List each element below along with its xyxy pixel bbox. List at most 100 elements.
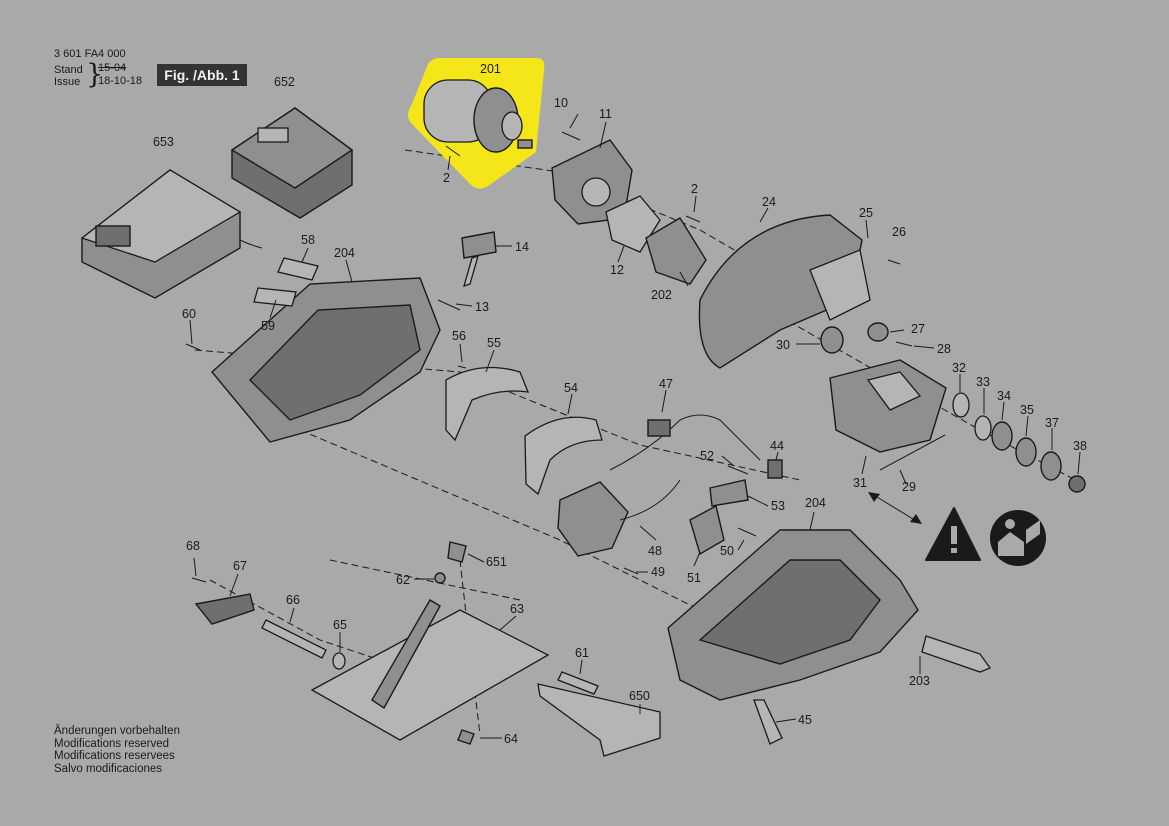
- label-54: 54: [564, 381, 578, 395]
- label-64: 64: [504, 732, 518, 746]
- label-47: 47: [659, 377, 673, 391]
- pin-61[interactable]: [557, 671, 599, 695]
- brush-203[interactable]: [921, 635, 992, 673]
- label-44: 44: [770, 439, 784, 453]
- bracket-55[interactable]: [445, 366, 530, 442]
- label-28: 28: [937, 342, 951, 356]
- label-204b: 204: [805, 496, 826, 510]
- label-26: 26: [892, 225, 906, 239]
- label-49: 49: [651, 565, 665, 579]
- label-32: 32: [952, 361, 966, 375]
- lever-67[interactable]: [194, 593, 255, 625]
- small-screws[interactable]: [185, 131, 913, 369]
- label-59: 59: [261, 319, 275, 333]
- label-48: 48: [648, 544, 662, 558]
- label-45: 45: [798, 713, 812, 727]
- screw-49[interactable]: [623, 567, 639, 575]
- label-10: 10: [554, 96, 568, 110]
- label-34: 34: [997, 389, 1011, 403]
- label-14: 14: [515, 240, 529, 254]
- stand-label: Stand: [54, 64, 83, 76]
- wedge-45[interactable]: [753, 699, 783, 745]
- label-50: 50: [720, 544, 734, 558]
- warning-icon: [925, 507, 981, 561]
- spring-13[interactable]: [437, 299, 461, 311]
- label-58: 58: [301, 233, 315, 247]
- washer-65[interactable]: [332, 652, 346, 670]
- label-11: 11: [599, 107, 612, 121]
- label-33: 33: [976, 375, 990, 389]
- battery-pack-652[interactable]: [230, 107, 354, 219]
- label-35: 35: [1020, 403, 1034, 417]
- screw-64[interactable]: [457, 729, 475, 745]
- label-53: 53: [771, 499, 785, 513]
- gear-housing-11[interactable]: [551, 139, 633, 225]
- motor-201[interactable]: [408, 58, 545, 189]
- issue-value: 18-10-18: [98, 75, 143, 87]
- spring-50[interactable]: [737, 527, 757, 537]
- note-es: Salvo modificaciones: [54, 762, 163, 775]
- washer-stack[interactable]: [952, 392, 1086, 493]
- label-56: 56: [452, 329, 466, 343]
- label-2b: 2: [691, 182, 698, 196]
- label-652: 652: [274, 75, 295, 89]
- brace-symbol: }: [86, 59, 104, 90]
- document-number: 3 601 FA4 000: [54, 48, 126, 60]
- lever-51[interactable]: [689, 504, 725, 556]
- blade-guard-24[interactable]: [698, 214, 871, 369]
- label-201: 201: [480, 62, 501, 76]
- label-61: 61: [575, 646, 589, 660]
- label-plates[interactable]: [253, 257, 319, 307]
- ring-30[interactable]: [820, 326, 844, 354]
- label-13: 13: [475, 300, 489, 314]
- label-31: 31: [853, 476, 867, 490]
- screw-68[interactable]: [191, 577, 207, 583]
- note-fr: Modifications reservees: [54, 750, 175, 762]
- label-12: 12: [610, 263, 624, 277]
- label-65: 65: [333, 618, 347, 632]
- label-2a: 2: [443, 171, 450, 185]
- label-204a: 204: [334, 246, 355, 260]
- spring-29[interactable]: [879, 434, 946, 471]
- housing-half-204-right[interactable]: [667, 529, 919, 701]
- bearing-27[interactable]: [867, 322, 889, 342]
- label-37: 37: [1045, 416, 1059, 430]
- issue-label: Issue: [54, 76, 81, 88]
- note-de: Änderungen vorbehalten: [54, 725, 180, 737]
- charger-653[interactable]: [80, 169, 263, 299]
- figure-label: Fig. /Abb. 1: [157, 64, 247, 86]
- base-plate-63[interactable]: [310, 599, 550, 741]
- nut-62[interactable]: [434, 572, 446, 584]
- guide-rail-650[interactable]: [537, 683, 661, 757]
- lower-guard-31[interactable]: [829, 359, 947, 453]
- read-manual-icon: [990, 510, 1046, 566]
- leader-lines: [189, 113, 1081, 739]
- label-203: 203: [909, 674, 930, 688]
- switch-trigger-53[interactable]: [709, 479, 749, 507]
- label-651: 651: [486, 555, 507, 569]
- bracket-54[interactable]: [524, 416, 603, 496]
- label-63: 63: [510, 602, 524, 616]
- label-29: 29: [902, 480, 916, 494]
- label-30: 30: [776, 338, 790, 352]
- label-60: 60: [182, 307, 196, 321]
- note-en: Modifications reserved: [54, 737, 170, 750]
- label-24: 24: [762, 195, 776, 209]
- switch-button-14[interactable]: [461, 231, 497, 288]
- clip-44[interactable]: [767, 459, 783, 479]
- spring-52[interactable]: [727, 465, 749, 475]
- label-202: 202: [651, 288, 672, 302]
- label-68: 68: [186, 539, 200, 553]
- label-52: 52: [700, 449, 714, 463]
- label-27: 27: [911, 322, 925, 336]
- label-38: 38: [1073, 439, 1087, 453]
- modification-notes: Änderungen vorbehalten Modifications res…: [54, 725, 180, 775]
- electronics-module-48[interactable]: [557, 414, 761, 557]
- gear-202[interactable]: [645, 217, 707, 285]
- label-25: 25: [859, 206, 873, 220]
- housing-half-204[interactable]: [211, 277, 441, 443]
- label-55: 55: [487, 336, 501, 350]
- rod-66[interactable]: [261, 619, 327, 659]
- wing-screw-651[interactable]: [447, 541, 467, 563]
